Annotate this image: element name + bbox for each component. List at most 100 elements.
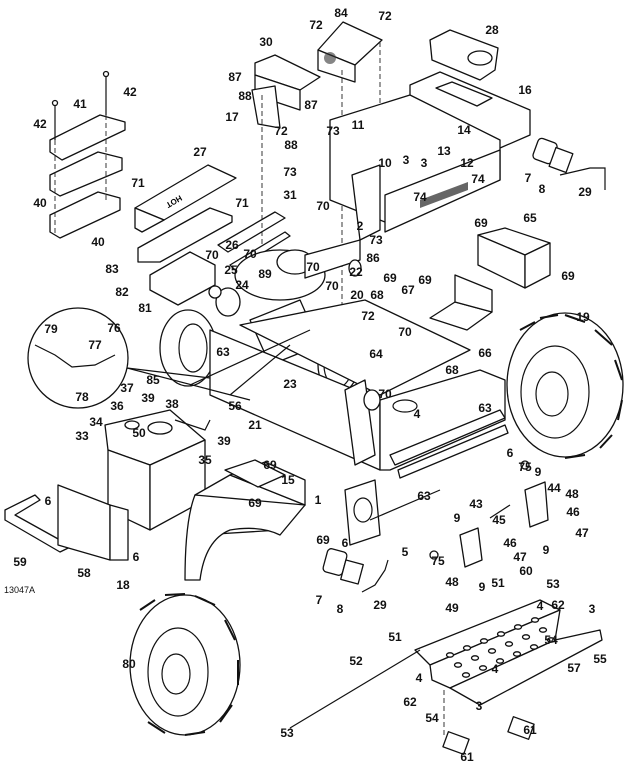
callout-5: 5 [401, 545, 409, 559]
callout-56: 56 [228, 399, 242, 413]
callout-9: 9 [542, 543, 550, 557]
callout-69: 69 [316, 533, 330, 547]
callout-18: 18 [116, 578, 130, 592]
callout-15: 15 [281, 473, 295, 487]
callout-42: 42 [33, 117, 47, 131]
callout-6: 6 [506, 446, 514, 460]
floor-pan-hole [521, 634, 531, 640]
floor-pan-hole [529, 644, 539, 650]
callout-47: 47 [513, 550, 527, 564]
callout-36: 36 [110, 399, 124, 413]
callout-69: 69 [248, 496, 262, 510]
callout-10: 10 [378, 156, 392, 170]
callout-6: 6 [44, 494, 52, 508]
callout-88: 88 [238, 89, 252, 103]
callout-82: 82 [115, 285, 129, 299]
callout-44: 44 [547, 481, 561, 495]
callout-73: 73 [369, 233, 383, 247]
callout-54: 54 [544, 633, 558, 647]
callout-27: 27 [193, 145, 207, 159]
callout-19: 19 [576, 310, 590, 324]
floor-pan-hole [479, 638, 489, 644]
callout-43: 43 [469, 497, 483, 511]
callout-63: 63 [216, 345, 230, 359]
callout-72: 72 [309, 18, 323, 32]
callout-66: 66 [478, 346, 492, 360]
callout-37: 37 [120, 381, 134, 395]
weight-plates [49, 70, 126, 239]
callout-74: 74 [413, 190, 427, 204]
callout-39: 39 [141, 391, 155, 405]
callout-54: 54 [425, 711, 439, 725]
callout-42: 42 [123, 85, 137, 99]
callout-48: 48 [565, 487, 579, 501]
callout-69: 69 [383, 271, 397, 285]
callout-75: 75 [518, 460, 532, 474]
callout-14: 14 [457, 123, 471, 137]
callout-70: 70 [306, 260, 320, 274]
callout-53: 53 [280, 726, 294, 740]
pedal-left [442, 731, 470, 755]
floor-pan-hole [461, 672, 471, 678]
callout-3: 3 [420, 156, 428, 170]
callout-86: 86 [366, 251, 380, 265]
callout-9: 9 [453, 511, 461, 525]
callout-77: 77 [88, 338, 102, 352]
callout-63: 63 [478, 401, 492, 415]
callout-76: 76 [107, 321, 121, 335]
floor-pan-hole [487, 648, 497, 654]
callout-61: 61 [523, 723, 537, 737]
callout-61: 61 [460, 750, 474, 764]
callout-4: 4 [415, 671, 423, 685]
callout-9: 9 [534, 465, 542, 479]
callout-47: 47 [575, 526, 589, 540]
callout-81: 81 [138, 301, 152, 315]
callout-34: 34 [89, 415, 103, 429]
callout-6: 6 [132, 550, 140, 564]
main-frame [189, 299, 509, 546]
callout-69: 69 [474, 216, 488, 230]
floor-pan-hole [513, 624, 523, 630]
callout-72: 72 [378, 9, 392, 23]
callout-13: 13 [437, 144, 451, 158]
callout-11: 11 [351, 118, 365, 132]
floor-pan-hole [445, 652, 455, 658]
callout-85: 85 [146, 373, 160, 387]
callout-89: 89 [258, 267, 272, 281]
callout-49: 49 [445, 601, 459, 615]
left-footrest [4, 484, 129, 561]
callout-70: 70 [325, 279, 339, 293]
callout-83: 83 [105, 262, 119, 276]
callout-53: 53 [546, 577, 560, 591]
floor-pan-hole [530, 617, 540, 623]
callout-65: 65 [523, 211, 537, 225]
callout-84: 84 [334, 6, 348, 20]
right-rear-tire [506, 312, 624, 459]
callout-72: 72 [361, 309, 375, 323]
callout-55: 55 [593, 652, 607, 666]
callout-39: 39 [217, 434, 231, 448]
callout-17: 17 [225, 110, 239, 124]
callout-12: 12 [460, 156, 474, 170]
callout-20: 20 [350, 288, 364, 302]
callout-30: 30 [259, 35, 273, 49]
callout-31: 31 [283, 188, 297, 202]
floor-pan-hole [478, 665, 488, 671]
callout-62: 62 [403, 695, 417, 709]
callout-64: 64 [369, 347, 383, 361]
floor-pan-hole [462, 645, 472, 651]
callout-57: 57 [567, 661, 581, 675]
callout-3: 3 [588, 602, 596, 616]
radiator-grille [420, 182, 468, 208]
floor-pan [289, 599, 603, 729]
callout-28: 28 [485, 23, 499, 37]
callout-26: 26 [225, 238, 239, 252]
callout-58: 58 [77, 566, 91, 580]
headlight-left [322, 548, 389, 593]
fuel-line-inset [27, 307, 251, 409]
callout-23: 23 [283, 377, 297, 391]
callout-51: 51 [491, 576, 505, 590]
headlight-right [532, 137, 606, 190]
